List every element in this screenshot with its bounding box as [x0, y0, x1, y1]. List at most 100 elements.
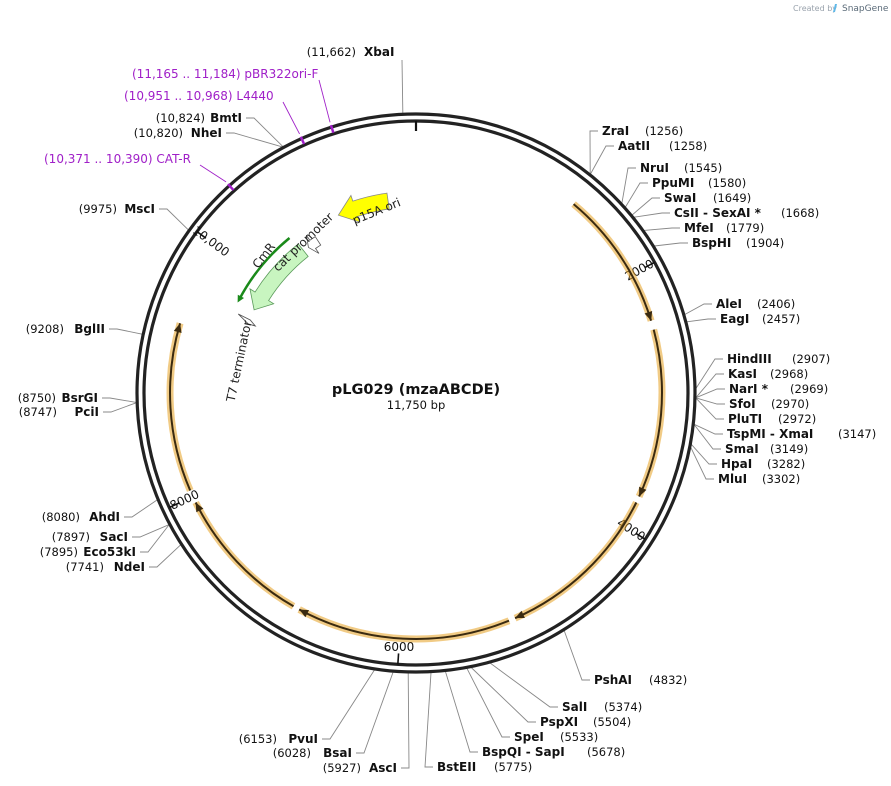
restriction-site[interactable]: NdeI(7741) [66, 560, 145, 574]
site-position: (2972) [778, 412, 816, 426]
site-leader [322, 669, 375, 740]
restriction-site[interactable]: BstEII (5775) [437, 760, 532, 774]
restriction-site[interactable]: SmaI(3149) [725, 442, 808, 456]
tick-mark [168, 502, 180, 509]
t7-terminator-label: T7 terminator [223, 319, 254, 404]
restriction-site[interactable]: AhdI(8080) [42, 510, 120, 524]
site-position: (5533) [560, 730, 598, 744]
site-leader [643, 227, 680, 231]
site-name: AatII [618, 139, 650, 153]
tick-mark [196, 231, 207, 239]
restriction-site[interactable]: BmtI(10,824) [156, 111, 242, 125]
restriction-site[interactable]: BsaI(6028) [273, 746, 352, 760]
site-position: (4832) [649, 673, 687, 687]
plasmid-length: 11,750 bp [387, 398, 446, 412]
restriction-site[interactable]: SacI(7897) [52, 530, 128, 544]
site-leader [631, 197, 660, 216]
site-leader [633, 212, 670, 218]
site-position: (5678) [587, 745, 625, 759]
restriction-site[interactable]: MluI(3302) [718, 472, 800, 486]
site-leader [695, 388, 725, 399]
orf-arrowhead-icon [515, 610, 525, 619]
restriction-site[interactable]: EagI(2457) [720, 312, 800, 326]
restriction-site[interactable]: SfoI(2970) [729, 397, 809, 411]
site-leader [226, 132, 283, 148]
primer-mark [299, 136, 306, 145]
site-name: BstEII [437, 760, 476, 774]
site-position: (2969) [790, 382, 828, 396]
site-position: (1256) [645, 124, 683, 138]
restriction-site[interactable]: ZraI(1256) [602, 124, 683, 138]
restriction-site[interactable]: PciI(8747) [19, 405, 99, 419]
restriction-site[interactable]: PpuMI(1580) [652, 176, 746, 190]
site-name: PspXI [540, 715, 578, 729]
orf-arrows [166, 201, 666, 643]
restriction-site[interactable]: NarI *(2969) [729, 382, 828, 396]
site-leader [159, 208, 189, 231]
site-position: (8747) [19, 405, 57, 419]
restriction-site[interactable]: HindIII(2907) [727, 352, 830, 366]
site-position: (1258) [669, 139, 707, 153]
site-leader [149, 544, 182, 568]
site-name: BglII [74, 322, 105, 336]
restriction-site[interactable]: CsII - SexAI *(1668) [674, 206, 819, 220]
primer-leader [318, 79, 331, 123]
site-position: (3149) [770, 442, 808, 456]
restriction-site[interactable]: BsrGI(8750) [18, 391, 98, 405]
site-position: (1580) [708, 176, 746, 190]
site-name: KasI [728, 367, 757, 381]
orf-arrowhead-icon [644, 310, 653, 321]
site-name: MfeI [684, 221, 714, 235]
site-leader [693, 424, 721, 450]
restriction-site[interactable]: SwaI(1649) [664, 191, 751, 205]
restriction-site[interactable]: HpaI(3282) [721, 457, 805, 471]
restriction-site[interactable]: BglII(9208) [26, 322, 105, 336]
site-leader [356, 671, 394, 754]
site-leader [589, 130, 598, 174]
site-leader [690, 443, 717, 465]
site-position: (5504) [593, 715, 631, 729]
site-leader [444, 671, 478, 753]
restriction-site[interactable]: PluTI(2972) [728, 412, 816, 426]
site-leader [109, 328, 143, 335]
restriction-site[interactable]: AleI(2406) [716, 297, 795, 311]
site-name: TspMI - XmaI [727, 427, 813, 441]
site-position: (2970) [771, 397, 809, 411]
orf-arrowhead-icon [173, 323, 182, 334]
restriction-site[interactable]: KasI(2968) [728, 367, 808, 381]
restriction-site[interactable]: Eco53kI(7895) [40, 545, 136, 559]
site-leader [690, 447, 714, 480]
site-position: (3302) [762, 472, 800, 486]
restriction-site[interactable]: BspQI - SapI (5678) [482, 745, 625, 759]
restriction-site[interactable]: SalI(5374) [562, 700, 642, 714]
site-leader [695, 397, 724, 420]
orf-arc [638, 329, 663, 497]
restriction-site[interactable]: AscI(5927) [323, 761, 397, 775]
restriction-site[interactable]: PvuI(6153) [239, 732, 318, 746]
site-name: SalI [562, 700, 587, 714]
site-position: (10,820) [134, 126, 183, 140]
site-name: BspQI - SapI [482, 745, 565, 759]
restriction-site[interactable]: PspXI (5504) [540, 715, 631, 729]
restriction-site[interactable]: SpeI(5533) [514, 730, 598, 744]
restriction-site[interactable]: MfeI(1779) [684, 221, 764, 235]
restriction-site[interactable]: AatII (1258) [618, 139, 707, 153]
site-leader [684, 303, 712, 315]
site-position: (10,824) [156, 111, 205, 125]
restriction-site[interactable]: TspMI - XmaI(3147) [727, 427, 876, 441]
restriction-site[interactable]: NruI(1545) [640, 161, 722, 175]
restriction-site[interactable]: MscI(9975) [79, 202, 155, 216]
site-name: EagI [720, 312, 749, 326]
site-leader [686, 318, 716, 323]
restriction-site[interactable]: NheI(10,820) [134, 126, 222, 140]
restriction-site[interactable]: PshAI(4832) [594, 673, 687, 687]
site-position: (2907) [792, 352, 830, 366]
cmr-strand-arc [237, 237, 291, 301]
site-leader [695, 373, 724, 398]
site-position: (5775) [494, 760, 532, 774]
snapgene-logo-icon [833, 4, 837, 12]
restriction-site[interactable]: (11,662)XbaI [307, 45, 395, 59]
site-name: AscI [369, 761, 397, 775]
restriction-site[interactable]: BspHI(1904) [692, 236, 784, 250]
